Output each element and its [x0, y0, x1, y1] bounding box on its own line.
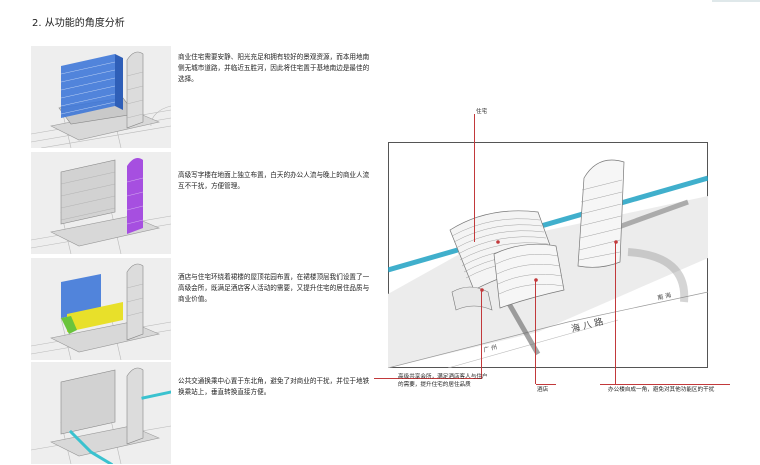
highlight-residential [60, 54, 123, 118]
top-accent-line [712, 0, 760, 2]
label-hotel: 酒店 [537, 387, 549, 393]
callout-line-office [615, 242, 616, 384]
highlight-hotel [61, 302, 123, 334]
highlight-transit [68, 390, 171, 464]
river [388, 175, 708, 273]
label-clubhouse: 高级共享会所，满足酒店客人与住户 的需要，提升住宅的居住品质 [398, 374, 488, 388]
highlight-office [126, 158, 144, 234]
callout-line-hotel-h [536, 384, 556, 385]
label-residential: 住宅 [476, 109, 488, 115]
label-office: 办公楼自成一角，避免对其他功能区的干扰 [608, 387, 715, 393]
description-transit: 公共交通换乘中心置于东北角，避免了对商业的干扰，并位于地铁换乘站上，垂直转换直接… [178, 377, 370, 396]
description-hotel: 酒店与住宅环绕着裙楼的屋顶花园布置，在裙楼顶层我们设置了一高级会所，既满足酒店客… [178, 273, 370, 303]
callout-line-clubhouse-h [374, 378, 482, 379]
callout-line-office-h [600, 384, 730, 385]
callout-line-clubhouse [481, 290, 482, 378]
section-title: 2. 从功能的角度分析 [32, 18, 125, 29]
road-label-guangzhou: 广 州 [483, 343, 498, 354]
road-label-nanhai: 南 海 [657, 291, 672, 302]
thumb-residential [31, 46, 171, 148]
thumb-transit [31, 362, 171, 464]
callout-line-hotel [535, 280, 536, 384]
callout-line-residential [474, 114, 475, 242]
description-residential: 商业住宅需要安静、阳光充足和拥有较好的景观资源，而本用地南侧无城市道路，并临近五… [178, 53, 370, 83]
description-office: 高级写字楼在地面上独立布置，白天的办公人流与晚上的商业人流互不干扰，方便管理。 [178, 171, 370, 190]
site-axonometric-diagram: 海 八 路 广 州 南 海 [388, 142, 708, 368]
thumb-office [31, 152, 171, 254]
thumb-hotel [31, 258, 171, 360]
